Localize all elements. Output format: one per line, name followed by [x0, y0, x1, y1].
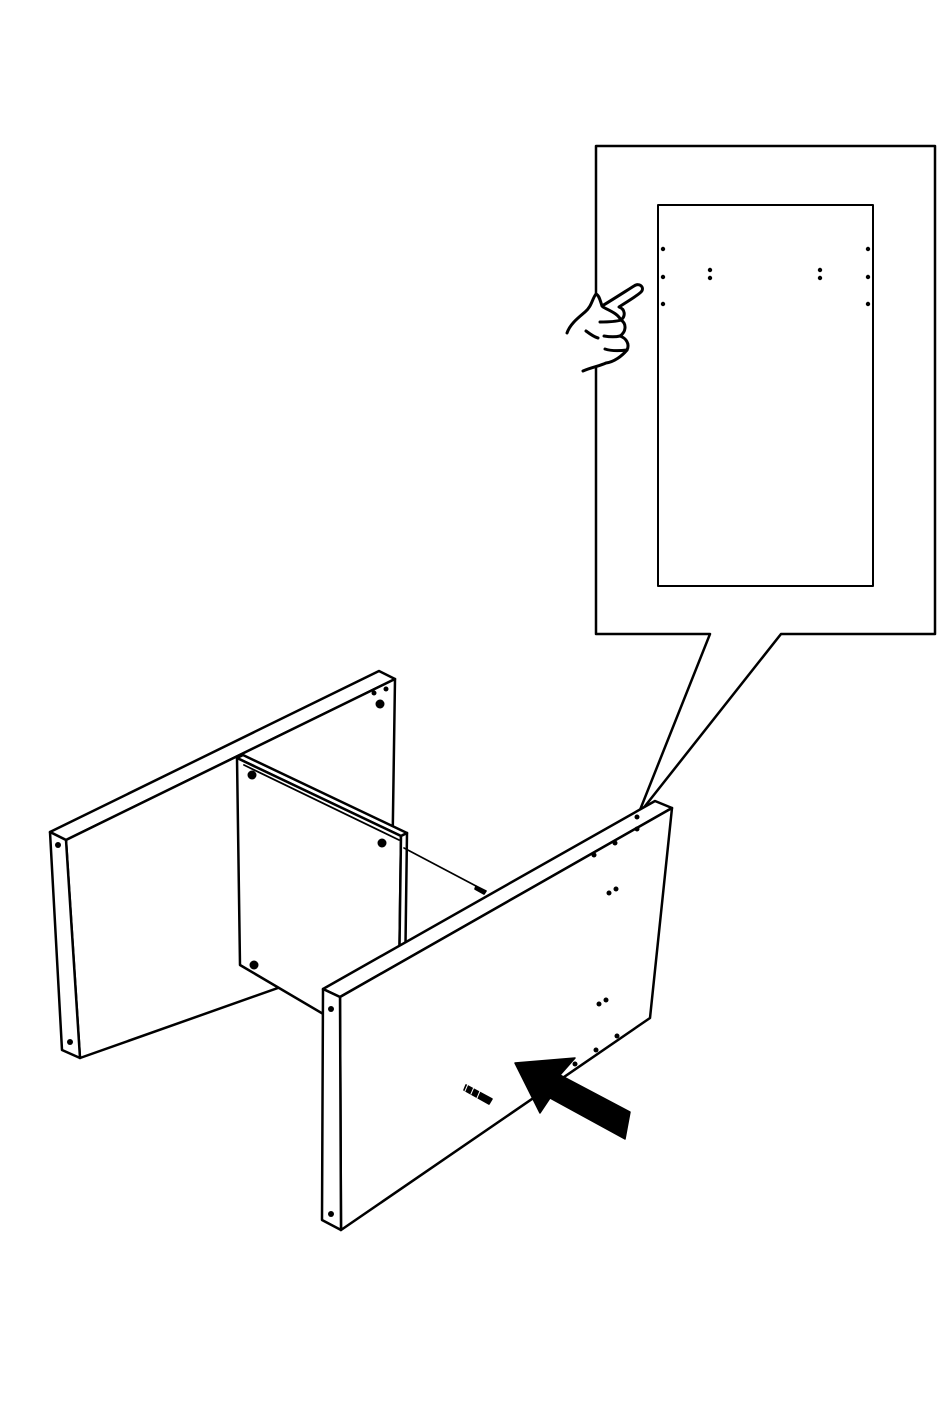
callout-panel-face [658, 205, 873, 586]
callout-box [596, 146, 935, 815]
